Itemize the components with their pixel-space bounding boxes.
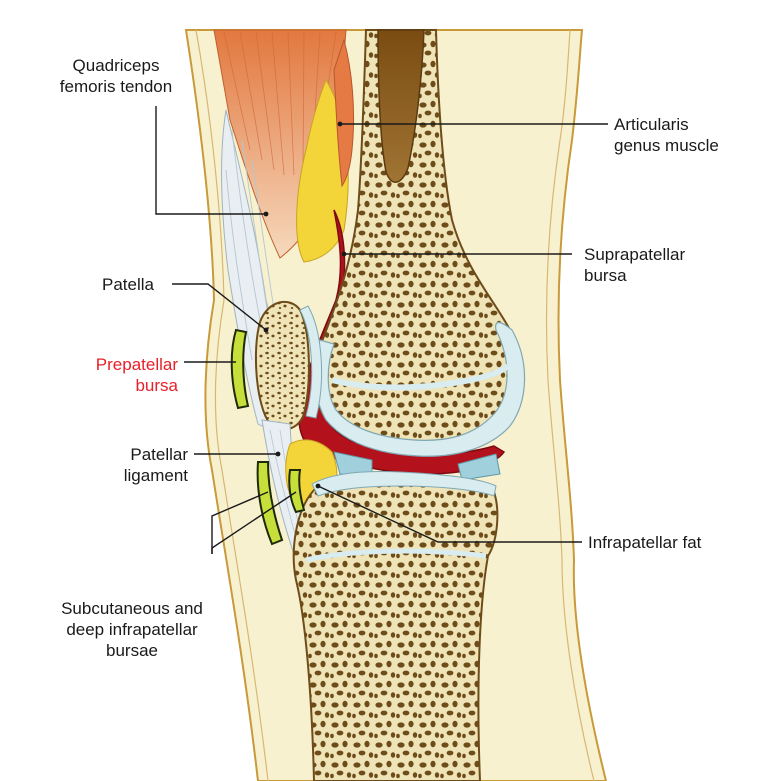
patella: [254, 300, 310, 431]
prepatellar-bursa: [230, 328, 250, 410]
leader-infrapatellar-fat: [317, 485, 582, 543]
label-suprapatellar-bursa: Suprapatellar bursa: [584, 244, 685, 286]
patellar-cartilage: [299, 305, 323, 419]
label-line: Infrapatellar fat: [588, 533, 702, 552]
label-line: genus muscle: [614, 136, 719, 155]
skin-inner-line: [195, 29, 269, 781]
subcutaneous-infrapatellar-bursa: [256, 461, 284, 546]
leader-quadriceps: [155, 106, 266, 215]
posterior-meniscus: [457, 453, 501, 481]
leader-dots: [263, 121, 347, 489]
leader-subcutaneous: [211, 491, 269, 554]
label-line: Articularis: [614, 115, 689, 134]
tibial-cartilage: [311, 471, 497, 497]
label-patella: Patella: [102, 274, 154, 295]
leader-deep: [211, 491, 297, 554]
articularis-genus-muscle: [333, 38, 355, 188]
label-prepatellar-bursa: Prepatellar bursa: [64, 354, 178, 396]
leader-patella: [172, 283, 267, 331]
tibia: [292, 476, 499, 781]
label-line: Patella: [102, 275, 154, 294]
skin-inner-line-right: [545, 29, 595, 781]
label-articularis-genus-muscle: Articularis genus muscle: [614, 114, 719, 156]
label-line: deep infrapatellar: [66, 620, 198, 639]
label-line: Subcutaneous and: [61, 599, 203, 618]
label-infrapatellar-bursae: Subcutaneous and deep infrapatellar burs…: [40, 598, 224, 661]
femur-marrow-cavity: [377, 29, 425, 183]
tibia-epiphyseal-line: [305, 548, 487, 563]
label-quadriceps-femoris-tendon: Quadriceps femoris tendon: [42, 55, 190, 97]
femur-epiphyseal-line: [331, 363, 510, 391]
label-line: bursa: [135, 376, 178, 395]
label-line: Suprapatellar: [584, 245, 686, 264]
leader-lines: [155, 106, 608, 554]
label-line: Prepatellar: [95, 355, 178, 374]
label-line: ligament: [123, 466, 188, 485]
label-line: Quadriceps: [72, 56, 160, 75]
femoral-cartilage: [314, 321, 526, 457]
label-line: femoris tendon: [59, 77, 173, 96]
label-line: bursa: [584, 266, 627, 285]
label-patellar-ligament: Patellar ligament: [96, 444, 188, 486]
deep-infrapatellar-bursa: [288, 469, 306, 514]
label-infrapatellar-fat: Infrapatellar fat: [588, 532, 701, 553]
label-line: Patellar: [130, 445, 188, 464]
label-line: bursae: [106, 641, 158, 660]
